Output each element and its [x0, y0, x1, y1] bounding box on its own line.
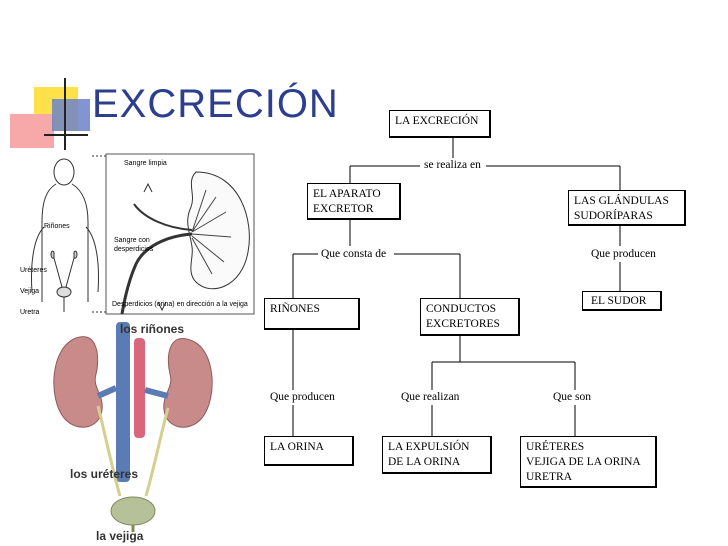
right-ureter [144, 407, 170, 497]
link-que-realizan: Que realizan [398, 390, 463, 405]
label-rinones-small: Riñones [44, 223, 70, 230]
label-uretra-small: Uretra [20, 309, 40, 316]
ureter-path [120, 232, 193, 315]
urinary-system-illustration: los riñones los uréteres la vejiga [53, 322, 213, 543]
label-vejiga-small: Vejiga [20, 288, 39, 295]
kidney-cross-section [187, 171, 250, 290]
left-ureter [96, 405, 122, 497]
label-los-rinones: los riñones [120, 322, 184, 336]
link-que-consta-de: Que consta de [318, 247, 390, 262]
node-ureteres-vejiga-uretra: URÉTERES VEJIGA DE LA ORINA URETRA [520, 436, 657, 488]
right-kidney [163, 338, 213, 428]
label-ureteres-small: Uréteres [20, 267, 47, 274]
node-conductos-excretores: CONDUCTOS EXCRETORES [420, 298, 520, 336]
node-el-sudor: EL SUDOR [582, 291, 662, 311]
label-desperdicios-orina: Desperdicios (orina) en dirección a la v… [112, 301, 248, 308]
decorative-vertical-line [64, 78, 66, 150]
renal-vessel [133, 203, 193, 231]
node-el-aparato-excretor: EL APARATO EXCRETOR [307, 183, 401, 220]
aorta [134, 338, 145, 438]
link-que-producen-glandulas: Que producen [588, 247, 659, 262]
bladder [110, 496, 156, 526]
vena-cava [116, 322, 130, 482]
node-la-expulsion-de-la-orina: LA EXPULSIÓN DE LA ORINA [382, 436, 492, 474]
label-los-ureteres: los uréteres [70, 467, 138, 481]
link-que-producen-rinones: Que producen [267, 390, 338, 405]
label-sangre-limpia: Sangre limpia [124, 160, 167, 167]
decorative-horizontal-line [44, 134, 88, 136]
decorative-blue-square [52, 99, 90, 131]
link-que-son: Que son [550, 390, 595, 405]
body-head-outline [53, 158, 75, 186]
node-las-glandulas-sudoriparas: LAS GLÁNDULAS SUDORÍPARAS [568, 190, 686, 226]
left-kidney [53, 336, 103, 428]
decorative-pink-square [10, 114, 54, 148]
node-rinones: RIÑONES [264, 298, 360, 330]
slide-title: EXCRECIÓN [92, 82, 339, 126]
label-la-vejiga: la vejiga [96, 529, 144, 543]
link-se-realiza-en: se realiza en [421, 158, 484, 173]
node-la-excrecion: LA EXCRECIÓN [389, 110, 491, 138]
body-torso-outline [41, 183, 89, 302]
node-la-orina: LA ORINA [264, 436, 354, 466]
